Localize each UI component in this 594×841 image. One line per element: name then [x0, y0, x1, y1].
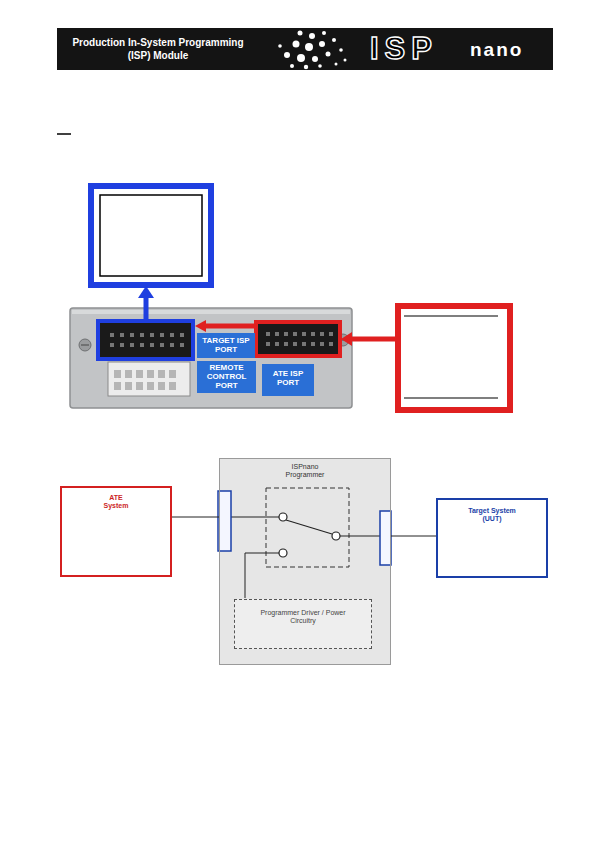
ate-system-box: ATE System	[60, 486, 172, 577]
pin-header	[100, 323, 191, 357]
node-text: ATE System	[99, 494, 133, 511]
switch-contact	[279, 513, 287, 521]
arrow-head	[138, 286, 154, 298]
signal-arrow	[144, 297, 149, 319]
callout-frame	[398, 306, 510, 410]
logo-dots	[278, 31, 346, 70]
highlight-frame	[256, 322, 340, 356]
node-text: Programmer Driver / Power Circuitry	[253, 609, 353, 626]
screw	[81, 344, 89, 345]
node-text: Target System (UUT)	[462, 507, 522, 524]
port-connector	[380, 511, 391, 565]
programmer-ground	[219, 458, 391, 665]
wire	[245, 553, 279, 598]
callout-rule	[404, 315, 498, 316]
panel-plate	[70, 308, 352, 408]
driver-box: Programmer Driver / Power Circuitry	[234, 599, 372, 649]
wire	[340, 536, 380, 537]
arrow-head	[195, 320, 206, 332]
signal-arrow	[205, 324, 256, 329]
screw	[79, 339, 91, 351]
pin-header	[258, 324, 338, 354]
panel-highlight	[72, 310, 350, 314]
connector-slots	[114, 370, 176, 390]
heading-rule	[57, 133, 71, 135]
connector-line	[391, 536, 436, 537]
header-pins	[110, 333, 184, 347]
port-label: ATE ISP PORT	[262, 364, 314, 396]
highlight-frame	[98, 321, 193, 359]
node-text: ISPnano Programmer	[277, 463, 333, 480]
header-pins	[266, 332, 333, 346]
arrow-head	[341, 332, 352, 346]
callout-rule	[404, 397, 498, 398]
logo-suffix: nano	[470, 40, 550, 61]
logo-text: ISP	[370, 32, 466, 66]
switch-contact	[279, 549, 287, 557]
header-banner	[57, 28, 553, 70]
switch-box	[266, 488, 349, 567]
port-label: REMOTE CONTROL PORT	[197, 361, 256, 393]
target-system-box: Target System (UUT)	[436, 498, 548, 578]
programmer-box: ISPnano ProgrammerProgrammer Driver / Po…	[219, 458, 391, 665]
callout-frame	[91, 186, 211, 285]
signal-arrow	[351, 337, 395, 342]
switch-contact	[332, 532, 340, 540]
callout-inner	[100, 195, 202, 276]
connector-line	[172, 517, 219, 518]
header-text: Production In-System Programming (ISP) M…	[60, 37, 256, 62]
port-label: TARGET ISP PORT	[197, 333, 255, 358]
wire	[231, 517, 279, 518]
remote-connector	[108, 362, 190, 396]
switch-blade	[286, 520, 332, 534]
